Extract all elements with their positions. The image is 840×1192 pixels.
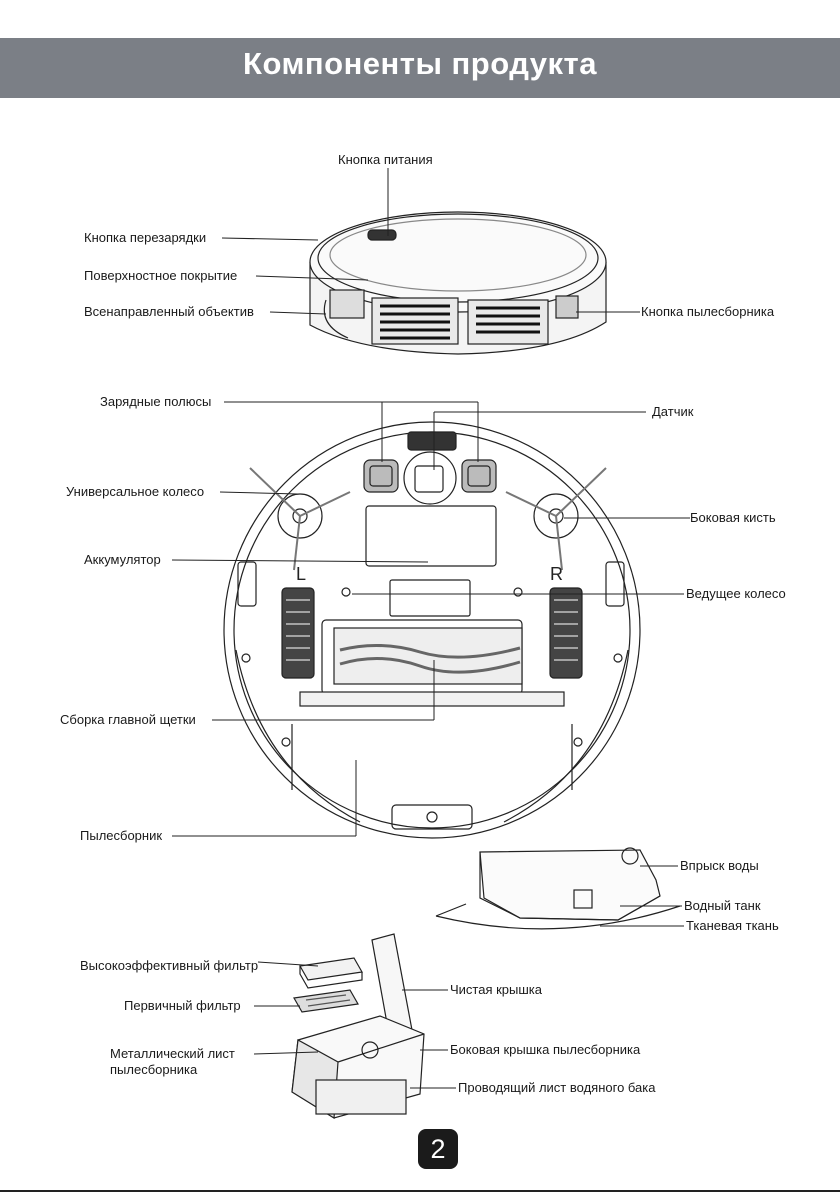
label-power-button: Кнопка питания: [338, 152, 433, 167]
robot-bottom-view-illustration: [223, 421, 641, 839]
page-title: Компоненты продукта: [243, 46, 597, 81]
label-recharge-button: Кнопка перезарядки: [84, 230, 207, 245]
label-dustbin: Пылесборник: [80, 828, 163, 843]
footer-divider: [0, 1190, 840, 1192]
label-tank-guide-sheet: Проводящий лист водяного бака: [458, 1080, 656, 1095]
label-water-injection: Впрыск воды: [680, 858, 759, 873]
section-header: Компоненты продукта: [0, 38, 840, 98]
page-number: 2: [418, 1129, 458, 1169]
label-dustbin-button: Кнопка пылесборника: [641, 304, 775, 319]
label-water-tank: Водный танк: [684, 898, 761, 913]
label-universal-wheel: Универсальное колесо: [66, 484, 205, 499]
label-cloth: Тканевая ткань: [686, 918, 779, 933]
label-surface-cover: Поверхностное покрытие: [84, 268, 238, 283]
label-charging-poles: Зарядные полюсы: [100, 394, 212, 409]
robot-top-view-illustration: [309, 211, 607, 355]
label-drive-wheel: Ведущее колесо: [686, 586, 786, 601]
wheel-mark-left: L: [296, 564, 306, 584]
label-main-brush: Сборка главной щетки: [60, 712, 196, 727]
label-sensor: Датчик: [652, 404, 694, 419]
label-metal-sheet: Металлический лист пылесборника: [110, 1046, 235, 1077]
label-dustbin-side-cover: Боковая крышка пылесборника: [450, 1042, 641, 1057]
label-clean-cover: Чистая крышка: [450, 982, 543, 997]
dustbin-exploded-illustration: [291, 933, 425, 1120]
water-tank-illustration: [435, 847, 681, 930]
wheel-mark-right: R: [550, 564, 563, 584]
label-omni-lens: Всенаправленный объектив: [84, 304, 254, 319]
label-side-brush: Боковая кисть: [690, 510, 776, 525]
label-primary-filter: Первичный фильтр: [124, 998, 241, 1013]
label-hepa-filter: Высокоэффективный фильтр: [80, 958, 259, 973]
label-battery: Аккумулятор: [84, 552, 161, 567]
